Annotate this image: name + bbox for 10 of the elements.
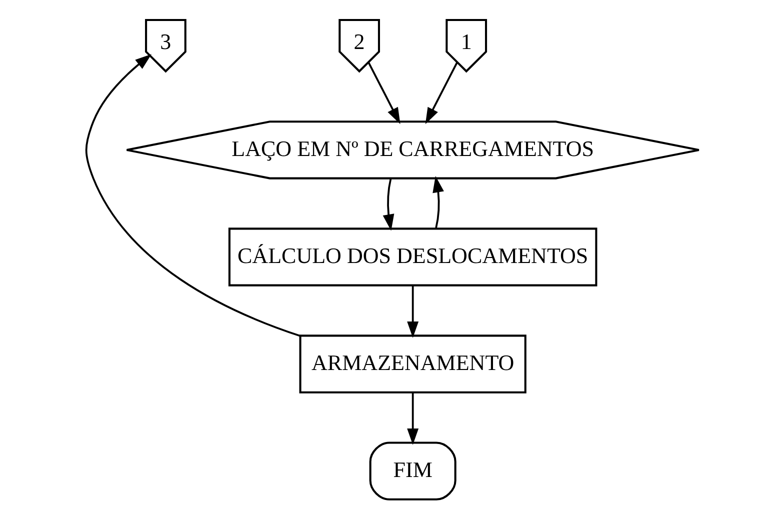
node-box: ARMAZENAMENTO [298, 334, 526, 394]
arrow [406, 392, 418, 445]
node-box: CÁLCULO DOS DESLOCAMENTOS [228, 228, 597, 286]
node-box: FIM [368, 442, 456, 500]
arrow [424, 62, 458, 124]
arrow [432, 176, 444, 228]
arrow [382, 178, 394, 231]
arrow [406, 286, 418, 338]
arrow [367, 62, 400, 124]
arrow [84, 54, 300, 337]
